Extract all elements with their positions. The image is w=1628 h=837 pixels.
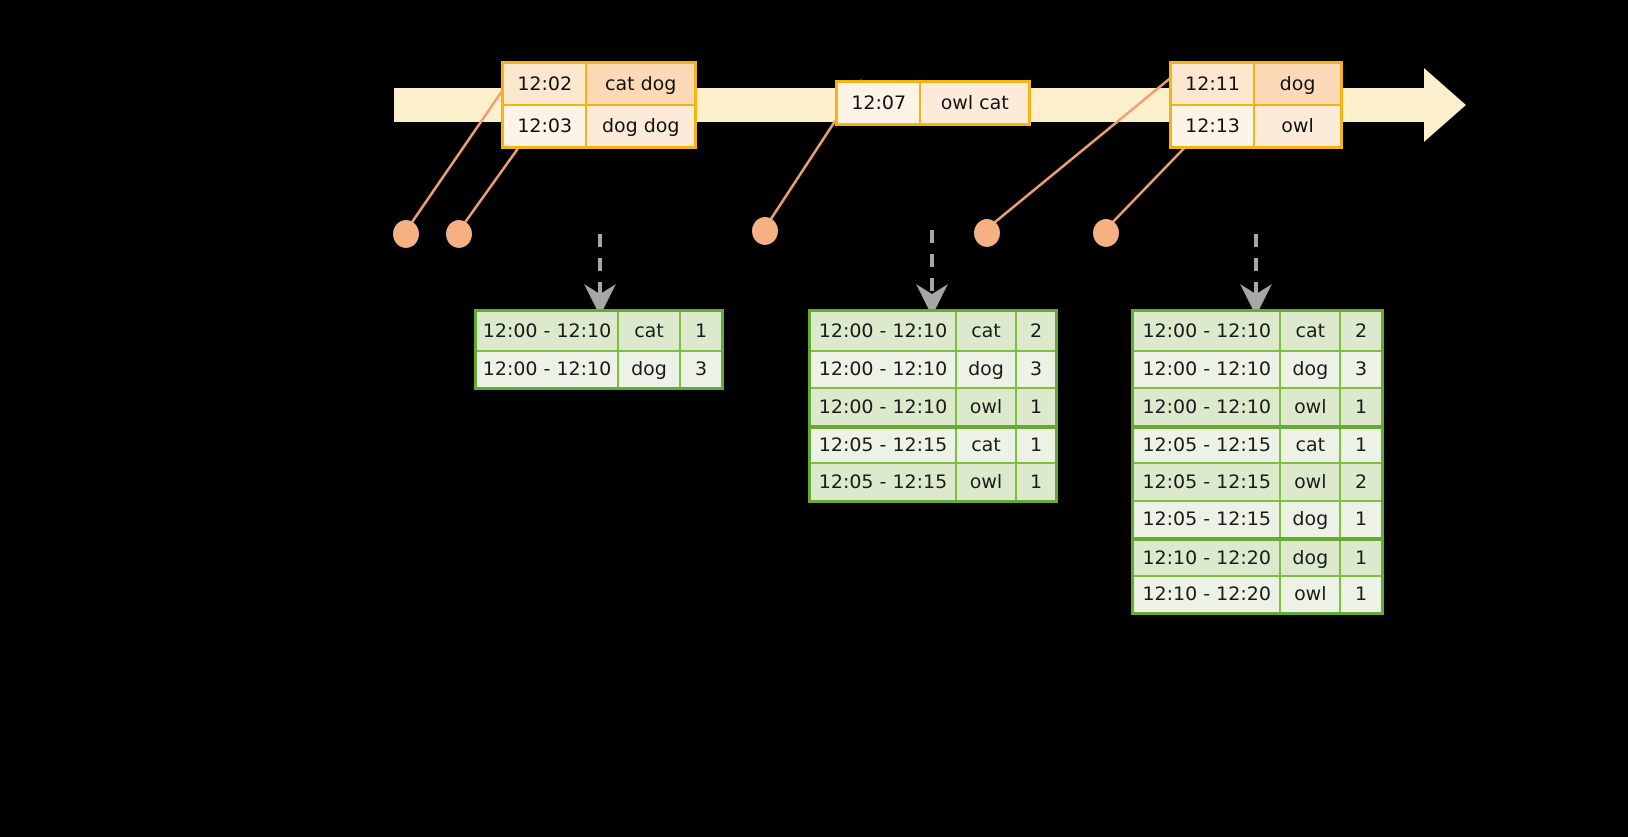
window-cell: 12:00 - 12:10 (1134, 312, 1282, 350)
word-cell: owl (1281, 576, 1342, 612)
timeline-event-box-2[interactable]: 12:07 owl cat (835, 80, 1031, 126)
count-cell: 1 (1341, 428, 1382, 462)
count-cell: 3 (1341, 351, 1382, 387)
count-cell: 1 (1341, 576, 1382, 612)
table-row[interactable]: 12:00 - 12:10 owl 1 (811, 387, 1055, 425)
event-dots (393, 217, 1119, 248)
table-row[interactable]: 12:00 - 12:10 dog 3 (811, 349, 1055, 387)
timeline-event-row[interactable]: 12:02 cat dog (504, 64, 694, 104)
event-words: dog (1255, 64, 1340, 104)
count-cell: 1 (1341, 541, 1382, 575)
count-cell: 2 (1341, 464, 1382, 500)
count-cell: 1 (1341, 389, 1382, 425)
table-row[interactable]: 12:05 - 12:15 owl 1 (811, 462, 1055, 500)
word-cell: owl (957, 389, 1017, 425)
table-row[interactable]: 12:05 - 12:15 cat 1 (1134, 424, 1382, 462)
timeline-event-box-1[interactable]: 12:02 cat dog 12:03 dog dog (501, 61, 697, 149)
timeline-event-row[interactable]: 12:07 owl cat (838, 83, 1028, 123)
word-cell: owl (1281, 464, 1342, 500)
event-time: 12:07 (838, 83, 922, 123)
event-time: 12:11 (1172, 64, 1256, 104)
connector-line-2 (459, 139, 526, 229)
count-cell: 2 (1017, 312, 1055, 350)
window-cell: 12:05 - 12:15 (1134, 464, 1282, 500)
event-dot-2 (446, 220, 472, 248)
word-cell: cat (1281, 428, 1342, 462)
timeline-event-row[interactable]: 12:13 owl (1172, 104, 1340, 146)
count-cell: 1 (1017, 464, 1055, 500)
event-time: 12:03 (504, 106, 588, 146)
table-row[interactable]: 12:00 - 12:10 dog 3 (1134, 349, 1382, 387)
table-row[interactable]: 12:05 - 12:15 owl 2 (1134, 462, 1382, 500)
table-row[interactable]: 12:00 - 12:10 cat 2 (1134, 312, 1382, 350)
event-words: cat dog (587, 64, 694, 104)
word-cell: cat (1281, 312, 1342, 350)
word-cell: owl (1281, 389, 1342, 425)
word-cell: dog (1281, 541, 1342, 575)
table-row[interactable]: 12:00 - 12:10 owl 1 (1134, 387, 1382, 425)
count-cell: 1 (1341, 501, 1382, 537)
count-cell: 3 (1017, 351, 1055, 387)
window-cell: 12:10 - 12:20 (1134, 541, 1282, 575)
event-words: owl cat (921, 83, 1028, 123)
window-cell: 12:00 - 12:10 (811, 312, 957, 350)
window-cell: 12:00 - 12:10 (811, 389, 957, 425)
timeline-event-box-3[interactable]: 12:11 dog 12:13 owl (1169, 61, 1343, 149)
window-cell: 12:05 - 12:15 (1134, 501, 1282, 537)
table-row[interactable]: 12:00 - 12:10 cat 2 (811, 312, 1055, 350)
table-row[interactable]: 12:05 - 12:15 dog 1 (1134, 499, 1382, 537)
word-cell: cat (957, 312, 1017, 350)
event-dot-5 (1093, 219, 1119, 247)
window-cell: 12:05 - 12:15 (811, 464, 957, 500)
result-table-1[interactable]: 12:00 - 12:10 cat 1 12:00 - 12:10 dog 3 (474, 309, 724, 390)
result-table-2[interactable]: 12:00 - 12:10 cat 2 12:00 - 12:10 dog 3 … (808, 309, 1058, 503)
timeline-event-row[interactable]: 12:11 dog (1172, 64, 1340, 104)
word-cell: dog (957, 351, 1017, 387)
word-cell: cat (957, 428, 1017, 462)
window-cell: 12:00 - 12:10 (1134, 389, 1282, 425)
event-words: owl (1255, 106, 1340, 146)
word-cell: cat (619, 312, 681, 350)
event-dot-4 (974, 219, 1000, 247)
window-cell: 12:05 - 12:15 (1134, 428, 1282, 462)
event-time: 12:13 (1172, 106, 1256, 146)
window-cell: 12:05 - 12:15 (811, 428, 957, 462)
timeline-event-row[interactable]: 12:03 dog dog (504, 104, 694, 146)
window-cell: 12:00 - 12:10 (477, 312, 619, 350)
count-cell: 2 (1341, 312, 1382, 350)
count-cell: 1 (681, 312, 721, 350)
table-row[interactable]: 12:00 - 12:10 dog 3 (477, 349, 721, 387)
count-cell: 3 (681, 351, 721, 387)
table-row[interactable]: 12:10 - 12:20 owl 1 (1134, 574, 1382, 612)
count-cell: 1 (1017, 428, 1055, 462)
window-cell: 12:00 - 12:10 (1134, 351, 1282, 387)
window-cell: 12:00 - 12:10 (477, 351, 619, 387)
word-cell: owl (957, 464, 1017, 500)
table-row[interactable]: 12:05 - 12:15 cat 1 (811, 424, 1055, 462)
window-cell: 12:00 - 12:10 (811, 351, 957, 387)
count-cell: 1 (1017, 389, 1055, 425)
word-cell: dog (619, 351, 681, 387)
emit-arrows (584, 230, 1272, 316)
connector-line-5 (1107, 139, 1193, 228)
word-cell: dog (1281, 351, 1342, 387)
event-words: dog dog (587, 106, 694, 146)
window-cell: 12:10 - 12:20 (1134, 576, 1282, 612)
word-cell: dog (1281, 501, 1342, 537)
table-row[interactable]: 12:00 - 12:10 cat 1 (477, 312, 721, 350)
event-dot-3 (752, 217, 778, 245)
event-dot-1 (393, 220, 419, 248)
result-table-3[interactable]: 12:00 - 12:10 cat 2 12:00 - 12:10 dog 3 … (1131, 309, 1384, 615)
table-row[interactable]: 12:10 - 12:20 dog 1 (1134, 537, 1382, 575)
event-time: 12:02 (504, 64, 588, 104)
